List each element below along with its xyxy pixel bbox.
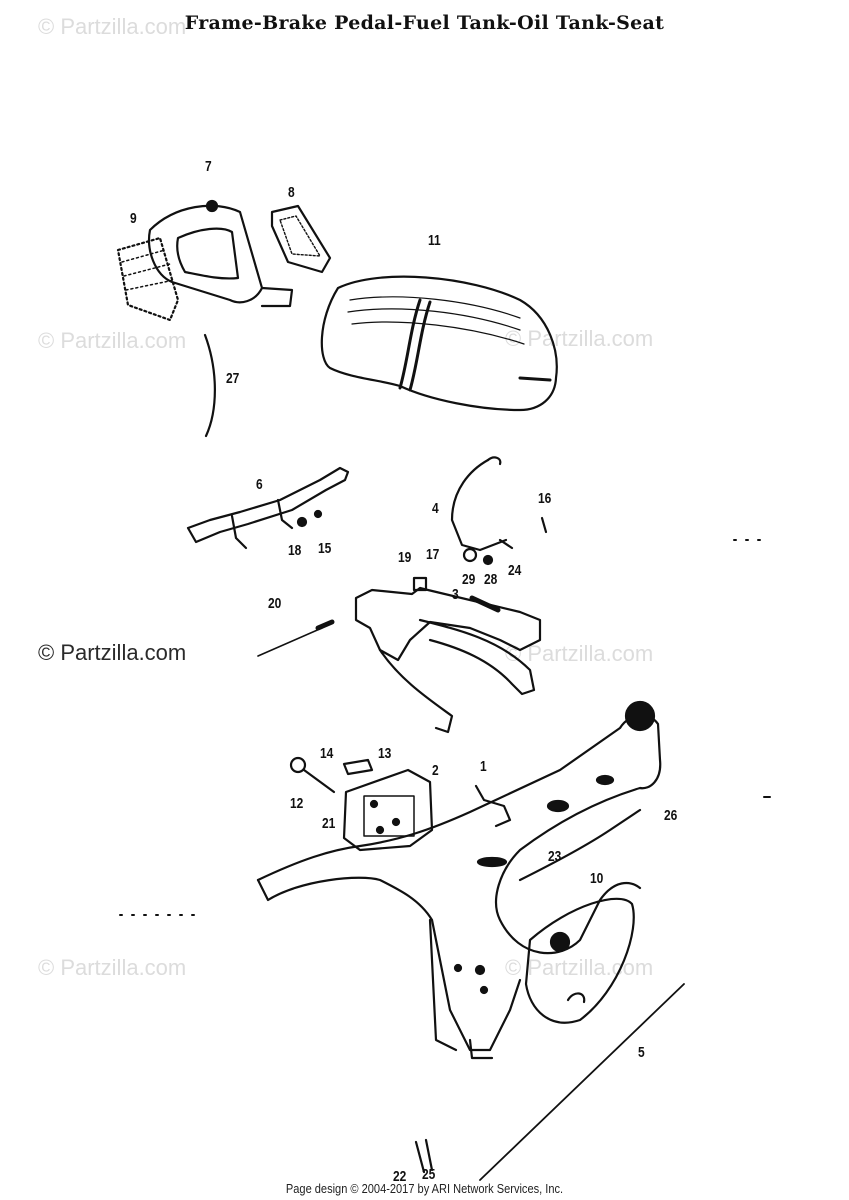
- copyright-footer: Page design © 2004-2017 by ARI Network S…: [285, 1181, 564, 1196]
- part-27-rod: [203, 333, 216, 438]
- part-6-brake-pedal: [186, 466, 350, 550]
- part-14-cap: [289, 756, 336, 794]
- callout-26: 26: [664, 807, 678, 824]
- part-20-shaft: [257, 619, 335, 657]
- callout-8: 8: [288, 184, 295, 201]
- watermark: © Partzilla.com: [38, 14, 187, 39]
- part-8-gasket: [270, 204, 332, 274]
- callout-24: 24: [508, 562, 522, 579]
- part-1-frame: [256, 700, 662, 1060]
- callout-12: 12: [290, 795, 304, 812]
- callout-19: 19: [398, 549, 412, 566]
- diagram-title: Frame-Brake Pedal-Fuel Tank-Oil Tank-Sea…: [184, 12, 665, 34]
- callout-7: 7: [205, 158, 212, 175]
- callout-22: 22: [393, 1168, 407, 1185]
- callout-3: 3: [452, 586, 459, 603]
- callout-20: 20: [268, 595, 282, 612]
- watermark: © Partzilla.com: [505, 326, 654, 351]
- part-11-seat: [320, 275, 558, 412]
- callout-17: 17: [426, 546, 440, 563]
- part-16-pin: [540, 516, 548, 534]
- callout-14: 14: [320, 745, 334, 762]
- callout-10: 10: [590, 870, 604, 887]
- callout-13: 13: [378, 745, 392, 762]
- callout-29: 29: [462, 571, 476, 588]
- watermark: © Partzilla.com: [38, 955, 187, 980]
- callout-21: 21: [322, 815, 336, 832]
- part-1-mount: [474, 784, 512, 828]
- callout-11: 11: [428, 232, 441, 249]
- callout-6: 6: [256, 476, 263, 493]
- callout-2: 2: [432, 762, 439, 779]
- watermark: © Partzilla.com: [38, 328, 187, 353]
- callout-9: 9: [130, 210, 137, 227]
- callout-5: 5: [638, 1044, 645, 1061]
- part-4-lever: [450, 456, 514, 566]
- callout-27: 27: [226, 370, 240, 387]
- callout-4: 4: [432, 500, 439, 517]
- part-21-battery-box: [342, 768, 434, 852]
- callout-16: 16: [538, 490, 552, 507]
- callout-1: 1: [480, 758, 487, 775]
- part-5-rod: [479, 983, 685, 1181]
- callout-23: 23: [548, 848, 562, 865]
- part-center-stand: [354, 576, 542, 734]
- part-13-clip: [342, 758, 374, 776]
- callout-28a: 28: [484, 571, 498, 588]
- callout-15: 15: [318, 540, 332, 557]
- part-oil-tank: [148, 199, 294, 308]
- watermark: © Partzilla.com: [505, 955, 654, 980]
- callout-25: 25: [422, 1166, 436, 1183]
- callout-18a: 18: [288, 542, 302, 559]
- part-10-side-cover: [524, 897, 635, 1024]
- part-22-25-pins: [414, 1138, 434, 1174]
- watermark: © Partzilla.com: [38, 640, 187, 665]
- part-9-side-cover: [116, 236, 180, 322]
